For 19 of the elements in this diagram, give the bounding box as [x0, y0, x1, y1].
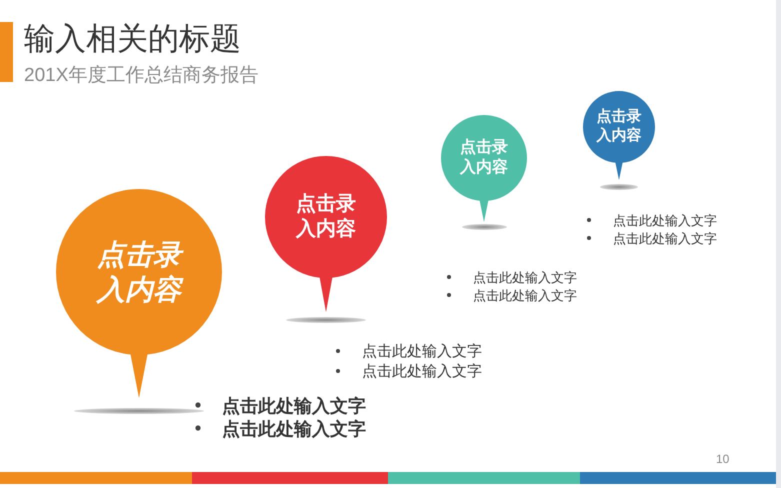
bullet-item: 点击此处输入文字 — [613, 230, 717, 248]
location-pin — [265, 156, 387, 312]
bullet-item: 点击此处输入文字 — [362, 342, 482, 361]
location-pin — [583, 91, 655, 180]
bullet-item: 点击此处输入文字 — [613, 212, 717, 230]
pin-label: 点击录入内容 — [458, 138, 509, 178]
pin-label: 点击录入内容 — [294, 192, 357, 242]
subtitle: 201X年度工作总结商务报告 — [24, 64, 258, 88]
bullet-item: 点击此处输入文字 — [362, 362, 482, 381]
location-pin — [441, 115, 527, 222]
slide-title: 输入相关的标题 — [24, 20, 241, 58]
pin-label: 点击录入内容 — [595, 108, 642, 146]
pin-label: 点击录入内容 — [92, 237, 186, 307]
bullet-item: 点击此处输入文字 — [222, 395, 366, 418]
page-number: 10 — [716, 452, 730, 466]
location-pin — [56, 189, 222, 398]
bullet-item: 点击此处输入文字 — [473, 269, 577, 287]
bullet-item: 点击此处输入文字 — [222, 418, 366, 441]
bullet-item: 点击此处输入文字 — [473, 287, 577, 305]
